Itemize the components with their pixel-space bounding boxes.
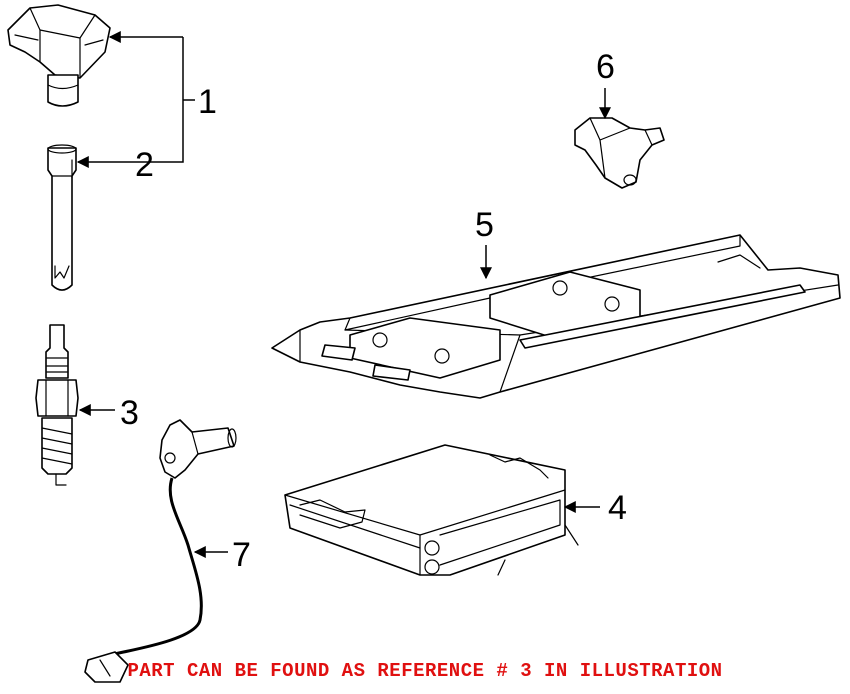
- callout-5: 5: [475, 206, 494, 244]
- speed-sensor[interactable]: [84, 419, 237, 683]
- sensor[interactable]: [574, 117, 665, 189]
- control-module[interactable]: [284, 444, 579, 576]
- callout-3: 3: [120, 394, 139, 432]
- mounting-bracket[interactable]: [271, 234, 841, 399]
- callout-4: 4: [608, 489, 627, 527]
- callout-7: 7: [232, 536, 251, 574]
- ignition-coil[interactable]: [7, 4, 111, 107]
- callout-1: 1: [198, 83, 217, 121]
- callout-2: 2: [135, 146, 154, 184]
- reference-note: PART CAN BE FOUND AS REFERENCE # 3 IN IL…: [127, 660, 723, 682]
- coil-boot[interactable]: [47, 144, 77, 291]
- callout-6: 6: [596, 48, 615, 86]
- spark-plug[interactable]: [35, 324, 79, 486]
- leader-lines: [76, 31, 611, 558]
